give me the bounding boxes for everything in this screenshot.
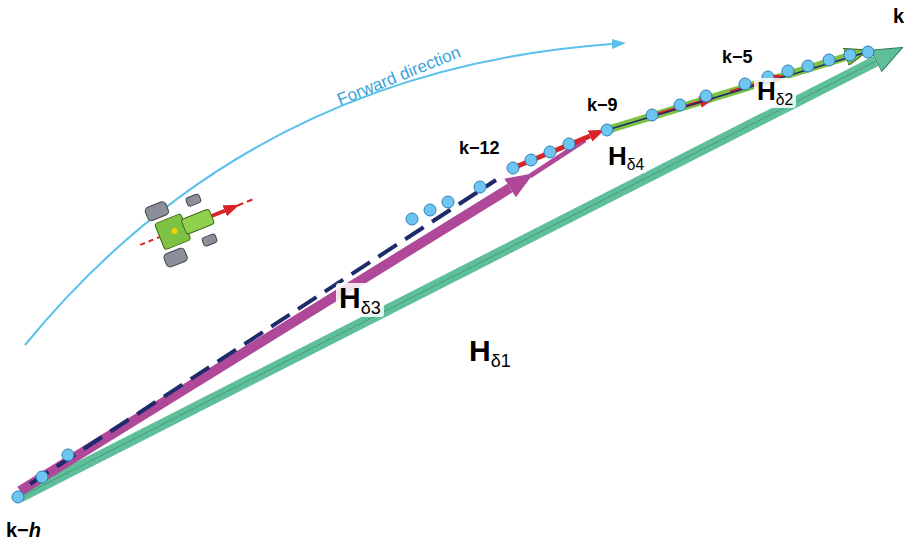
point-label: k−9 — [587, 96, 618, 114]
point-label: k−h — [6, 520, 41, 540]
vector-label: Hδ3 — [336, 283, 384, 317]
direction-label: Forward direction — [335, 43, 463, 108]
point-label: k — [893, 6, 904, 26]
vector-label: Hδ4 — [605, 143, 647, 173]
vector-label: Hδ1 — [466, 336, 514, 370]
vector-label: Hδ2 — [754, 78, 796, 108]
point-label: k−12 — [459, 139, 500, 157]
point-label: k−5 — [722, 48, 753, 66]
